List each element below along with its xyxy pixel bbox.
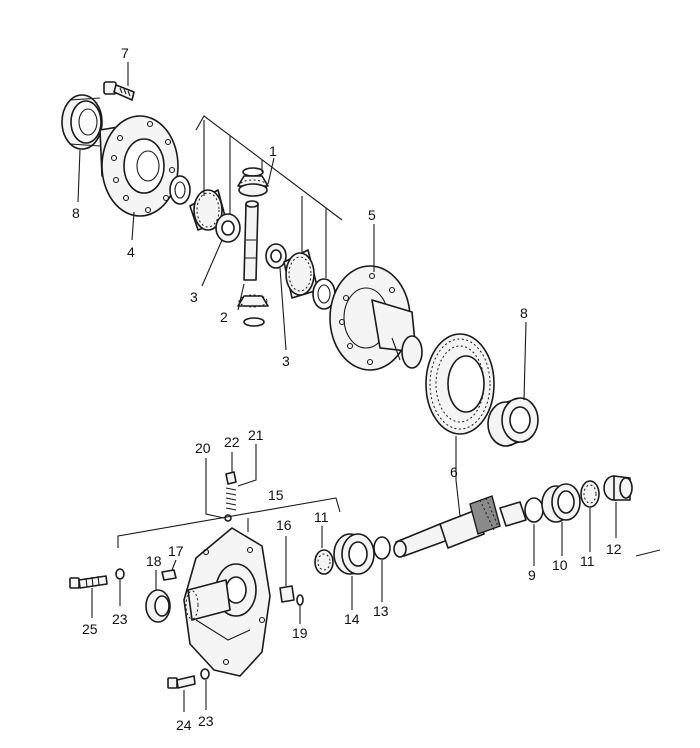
part-1-pinion-gear-top (237, 167, 269, 197)
callout-6: 6 (450, 464, 458, 480)
part-16-bushing (279, 585, 295, 603)
callout-3-left: 3 (190, 289, 198, 305)
part-18-seal (145, 589, 171, 623)
part-1-pinion-gear-bottom (237, 294, 269, 327)
part-21-spring (225, 487, 237, 511)
part-23-washer-lower (200, 668, 210, 680)
callout-17: 17 (168, 543, 184, 559)
part-17-pin (161, 569, 177, 581)
part-14-bearing (333, 533, 375, 575)
callout-15: 15 (268, 487, 284, 503)
callout-20: 20 (195, 440, 211, 456)
part-5-housing-half (329, 265, 423, 371)
part-8-bearing-left (61, 94, 103, 150)
callout-4: 4 (127, 244, 135, 260)
part-23-washer-upper (115, 568, 125, 580)
ring-gear (425, 333, 495, 435)
callout-21: 21 (248, 427, 264, 443)
leader-lines (77, 62, 661, 712)
callout-3-right: 3 (282, 353, 290, 369)
part-6-pinion-shaft (393, 495, 527, 558)
callout-18: 18 (146, 553, 162, 569)
part-2-pinion-shaft (243, 200, 259, 281)
part-12-bushing (603, 475, 633, 501)
callout-2: 2 (220, 309, 228, 325)
splined-hub (185, 579, 231, 621)
callout-19: 19 (292, 625, 308, 641)
callout-labels: 1 2 3 3 4 5 6 7 8 8 9 10 11 11 12 13 14 … (72, 45, 622, 733)
callout-10: 10 (552, 557, 568, 573)
part-10-bearing (541, 483, 581, 523)
side-gear-right (283, 249, 319, 299)
part-19-ring (296, 594, 304, 606)
callout-8-left: 8 (72, 205, 80, 221)
part-8-bearing-right (487, 397, 539, 447)
part-3-washer-left (215, 213, 241, 243)
part-9-washer (524, 497, 544, 523)
callout-25: 25 (82, 621, 98, 637)
callout-8-right: 8 (520, 305, 528, 321)
callout-16: 16 (276, 517, 292, 533)
callout-12: 12 (606, 541, 622, 557)
part-7-bolt (103, 81, 135, 101)
callout-13: 13 (373, 603, 389, 619)
callout-9: 9 (528, 567, 536, 583)
part-13-snap-ring (373, 536, 391, 560)
callout-24: 24 (176, 717, 192, 733)
callout-7: 7 (121, 45, 129, 61)
callout-11-left: 11 (314, 509, 329, 525)
part-22-cap (225, 471, 237, 485)
callout-22: 22 (224, 434, 240, 450)
callout-11-right: 11 (580, 553, 595, 569)
side-gear-left (189, 189, 227, 231)
part-4-housing-half (99, 115, 179, 217)
part-3-washer-right (265, 243, 287, 269)
callout-23-upper: 23 (112, 611, 128, 627)
callout-5: 5 (368, 207, 376, 223)
part-20-ball (224, 514, 232, 522)
part-25-bolt (69, 575, 108, 589)
part-24-bolt (167, 675, 196, 689)
part-11-race-left (314, 549, 334, 575)
part-11-race-right (580, 480, 600, 508)
callout-23-lower: 23 (198, 713, 214, 729)
callout-14: 14 (344, 611, 360, 627)
callout-1: 1 (269, 143, 277, 159)
thrust-washer-left (169, 175, 191, 205)
